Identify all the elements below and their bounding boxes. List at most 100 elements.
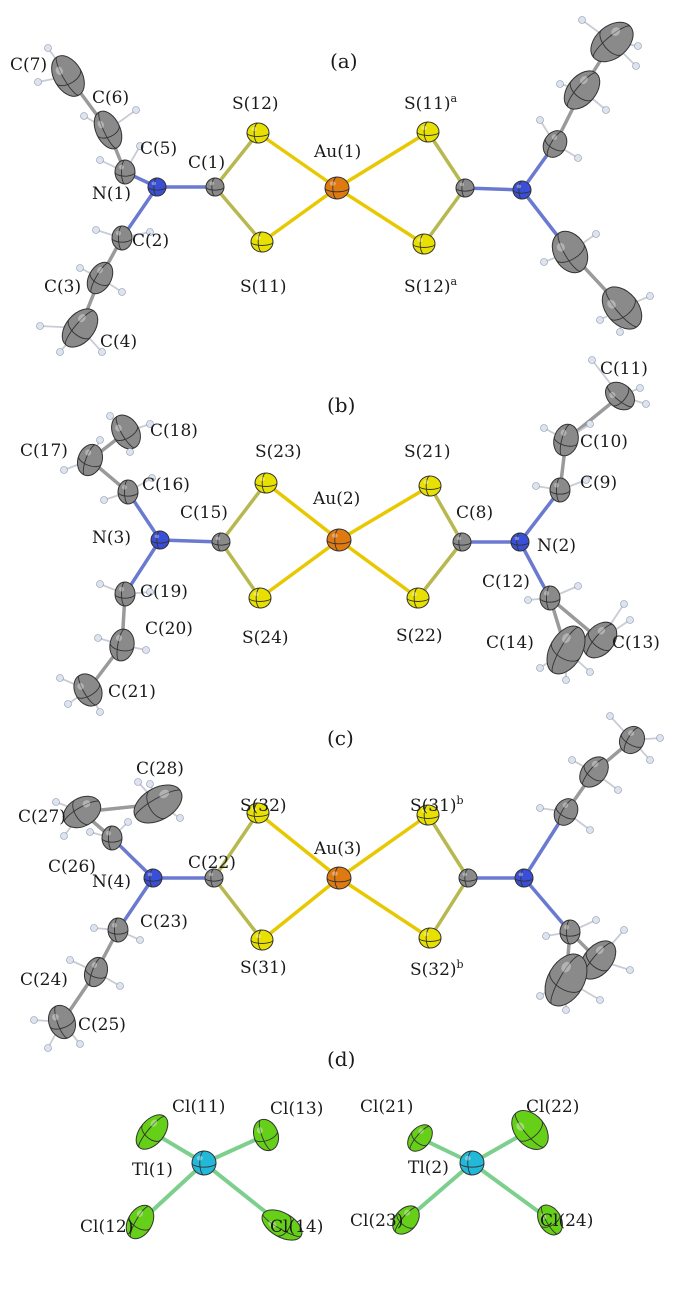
hydrogen-atom — [542, 932, 550, 940]
hydrogen-atom — [64, 700, 72, 708]
hydrogen-atom — [634, 42, 642, 50]
atom-label-c14: C(14) — [486, 633, 534, 653]
hydrogen-atom — [582, 476, 590, 484]
hydrogen-atom — [90, 924, 98, 932]
sulfur-atom — [406, 587, 430, 609]
carbon-atom — [114, 159, 136, 185]
atom-label-s11: S(11) — [240, 277, 287, 297]
carbon-atom — [83, 956, 109, 988]
atom-label-s32: S(32) — [240, 796, 287, 816]
hydrogen-atom — [146, 228, 154, 236]
hydrogen-atom — [100, 496, 108, 504]
sulfur-atom — [418, 927, 442, 949]
carbon-atom — [582, 621, 618, 659]
hydrogen-atom — [574, 154, 582, 162]
sulfur-atom — [250, 929, 274, 951]
thallium-atom — [459, 1150, 485, 1176]
au-s-bond — [335, 130, 430, 190]
carbon-atom — [458, 868, 478, 888]
atom-label-s32b: S(32)b — [410, 958, 464, 980]
hydrogen-atom — [66, 956, 74, 964]
atom-label-c17: C(17) — [20, 441, 68, 461]
hydrogen-atom — [540, 424, 548, 432]
atom-label-cl13: Cl(13) — [270, 1099, 323, 1119]
carbon-atom — [111, 414, 141, 450]
hydrogen-atom — [146, 420, 154, 428]
hydrogen-atom — [56, 348, 64, 356]
hydrogen-atom — [656, 734, 664, 742]
carbon-atom — [605, 381, 635, 411]
carbon-atom — [549, 477, 571, 503]
hydrogen-atom — [536, 116, 544, 124]
gold-atom — [326, 866, 352, 890]
atom-label-c23: C(23) — [140, 912, 188, 932]
carbon-atom — [109, 628, 135, 662]
nitrogen-atom — [510, 532, 530, 552]
hydrogen-atom — [116, 982, 124, 990]
hydrogen-atom — [596, 996, 604, 1004]
hydrogen-atom — [632, 62, 640, 70]
carbon-atom — [93, 110, 123, 150]
atom-label-cl21: Cl(21) — [360, 1097, 413, 1117]
atom-label-tl1: Tl(1) — [132, 1160, 173, 1180]
hydrogen-atom — [30, 1016, 38, 1024]
hydrogen-atom — [142, 646, 150, 654]
hydrogen-atom — [44, 1044, 52, 1052]
gold-atom — [326, 528, 352, 552]
s-c-bond — [219, 481, 268, 544]
carbon-atom — [205, 177, 225, 197]
hydrogen-atom — [592, 230, 600, 238]
atom-label-n2: N(2) — [537, 536, 576, 556]
atom-label-s24: S(24) — [242, 628, 289, 648]
nitrogen-atom — [150, 530, 170, 550]
carbon-atom — [579, 756, 609, 788]
chlorine-atom — [135, 1114, 169, 1150]
carbon-atom — [117, 479, 139, 505]
carbon-atom — [62, 795, 102, 829]
carbon-atom — [553, 798, 579, 826]
carbon-atom — [559, 919, 581, 945]
hydrogen-atom — [134, 778, 142, 786]
hydrogen-atom — [606, 712, 614, 720]
hydrogen-atom — [56, 674, 64, 682]
atom-label-c21: C(21) — [108, 682, 156, 702]
atom-label-c5: C(5) — [140, 139, 177, 159]
carbon-atom — [204, 868, 224, 888]
hydrogen-atom — [562, 676, 570, 684]
hydrogen-atom — [556, 80, 564, 88]
chlorine-atom — [511, 1110, 549, 1150]
atom-label-c10: C(10) — [580, 432, 628, 452]
au-s-bond — [337, 484, 432, 542]
atom-label-c8: C(8) — [456, 503, 493, 523]
hydrogen-atom — [596, 316, 604, 324]
hydrogen-atom — [642, 400, 650, 408]
panel-label-a: (a) — [330, 49, 358, 73]
carbon-atom — [76, 443, 104, 477]
hydrogen-atom — [616, 328, 624, 336]
s-c-bond — [416, 540, 464, 600]
carbon-atom — [111, 225, 133, 251]
hydrogen-atom — [586, 826, 594, 834]
atom-label-c27: C(27) — [18, 807, 66, 827]
hydrogen-atom — [106, 412, 114, 420]
panel-c-labels: C(28) C(27) S(32) S(31)b Au(3) C(22) C(2… — [18, 759, 464, 1035]
s-c-bond — [212, 876, 264, 942]
s-c-bond — [219, 540, 262, 600]
hydrogen-atom — [536, 664, 544, 672]
hydrogen-atom — [76, 264, 84, 272]
hydrogen-atom — [96, 580, 104, 588]
hydrogen-atom — [80, 112, 88, 120]
sulfur-atom — [412, 233, 436, 255]
hydrogen-atom — [620, 600, 628, 608]
s-c-bond — [213, 185, 264, 244]
carbon-atom — [61, 308, 99, 348]
atom-label-c26: C(26) — [48, 857, 96, 877]
carbon-atom — [107, 917, 129, 943]
hydrogen-atom — [96, 708, 104, 716]
hydrogen-atom — [646, 756, 654, 764]
au-s-bond — [337, 538, 420, 600]
hydrogen-atom — [574, 582, 582, 590]
atom-label-c3: C(3) — [44, 277, 81, 297]
sulfur-atom — [418, 475, 442, 497]
hydrogen-atom — [626, 966, 634, 974]
